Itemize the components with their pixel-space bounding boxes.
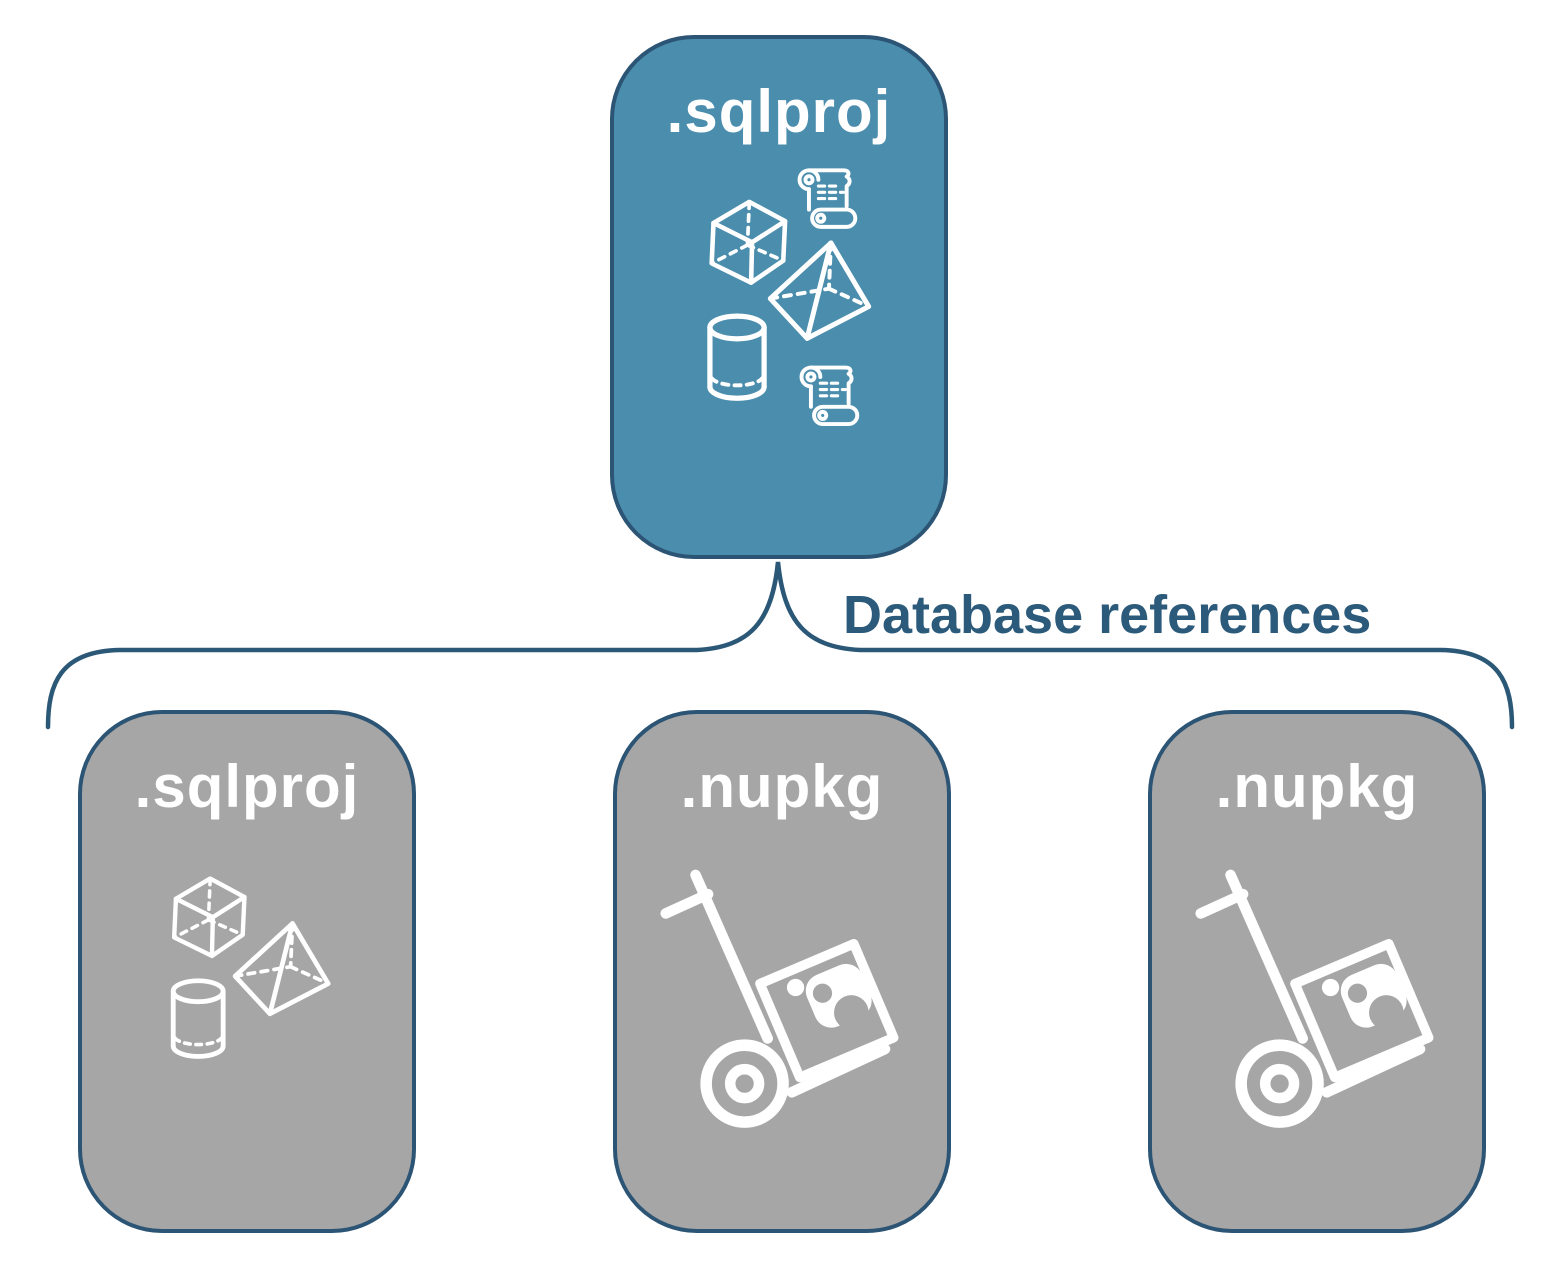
nuget-icon-group bbox=[1152, 714, 1482, 1229]
sql-objects-icon-group bbox=[614, 39, 944, 555]
root-node-sqlproj: .sqlproj bbox=[610, 35, 948, 559]
nuget-icon-group bbox=[617, 714, 947, 1229]
connector-label: Database references bbox=[843, 585, 1372, 645]
child-node-label: .nupkg bbox=[680, 753, 884, 820]
child-node-label: .sqlproj bbox=[134, 753, 360, 820]
nuget-handtruck-icon bbox=[666, 875, 894, 1122]
cube-icon bbox=[174, 879, 244, 956]
script-scroll-icon bbox=[801, 368, 857, 425]
child-node-nupkg-2: .nupkg bbox=[1148, 710, 1486, 1233]
child-node-nupkg-1: .nupkg bbox=[613, 710, 951, 1233]
root-node-label: .sqlproj bbox=[666, 78, 892, 145]
cylinder-icon bbox=[710, 316, 764, 398]
child-node-sqlproj: .sqlproj bbox=[78, 710, 416, 1233]
cylinder-icon bbox=[173, 981, 223, 1057]
script-scroll-icon bbox=[800, 170, 856, 227]
pyramid-icon bbox=[235, 923, 328, 1013]
child-node-label: .nupkg bbox=[1215, 753, 1419, 820]
nuget-handtruck-icon bbox=[1201, 875, 1429, 1122]
sql-objects-icon-group bbox=[82, 714, 412, 1229]
cube-icon bbox=[712, 202, 785, 283]
